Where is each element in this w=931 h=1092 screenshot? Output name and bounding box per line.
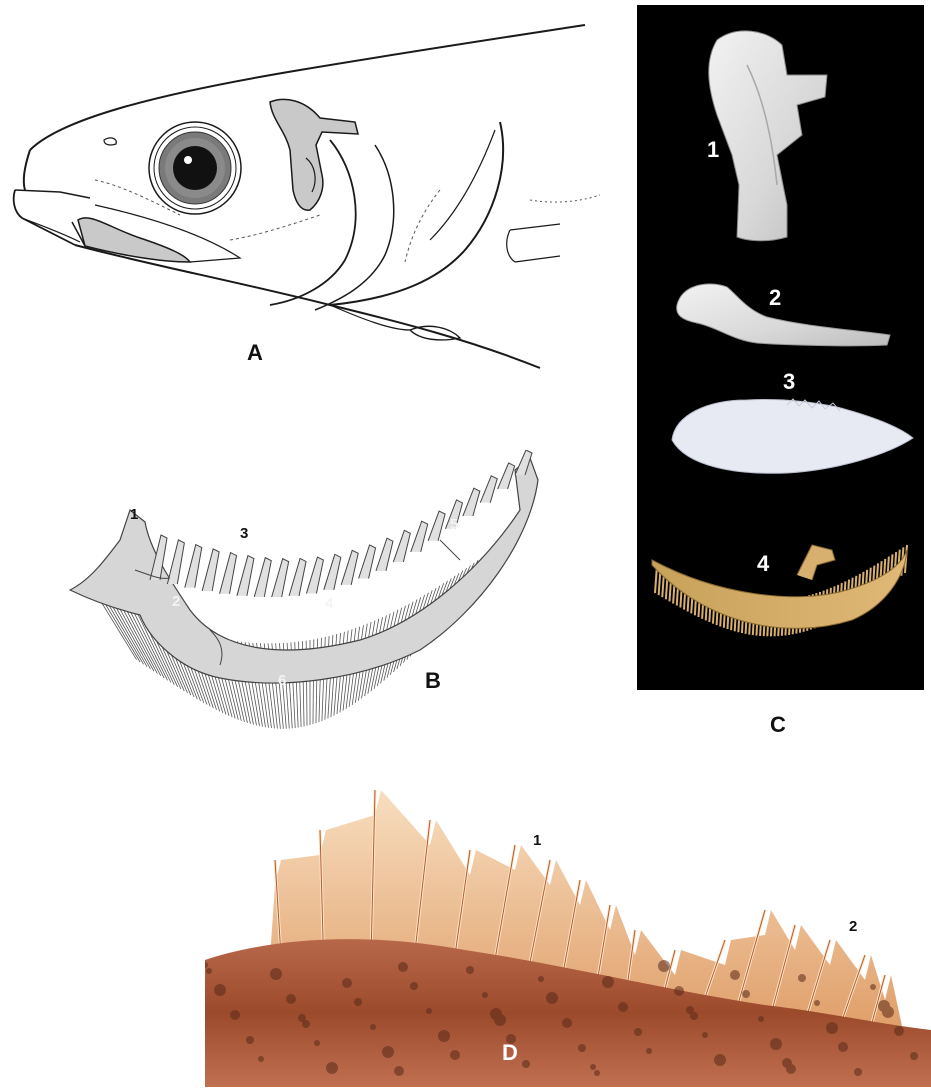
panel-b-part-3: 3 [240,525,248,542]
bones-photo [637,5,924,690]
panel-b-part-4: 4 [325,595,333,612]
panel-d-part-1: 1 [533,832,541,849]
panel-d-letter: D [502,1040,518,1066]
panel-c-bones-photo: 1 2 3 4 [637,5,924,690]
panel-a-head-drawing: A [0,0,600,390]
panel-a-letter: A [247,340,263,366]
panel-b-part-6: 6 [278,672,286,689]
panel-c-part-3: 3 [783,369,795,395]
panel-c-part-2: 2 [769,285,781,311]
panel-c-part-1: 1 [707,137,719,163]
panel-b-part-1: 1 [130,506,138,523]
panel-b-part-5: 5 [450,516,458,533]
panel-b-gill-arch-drawing: 1 2 3 4 5 6 B [60,450,560,750]
panel-d-part-2: 2 [849,918,857,935]
panel-b-letter: B [425,668,441,694]
panel-d-dorsal-fin-photo: 1 2 D [205,790,931,1087]
fish-head-illustration [0,0,600,390]
gill-arch-illustration [60,450,560,750]
panel-c-part-4: 4 [757,551,769,577]
panel-c-letter: C [770,712,786,738]
dorsal-fin-photo [205,790,931,1087]
panel-b-part-2: 2 [172,593,180,610]
